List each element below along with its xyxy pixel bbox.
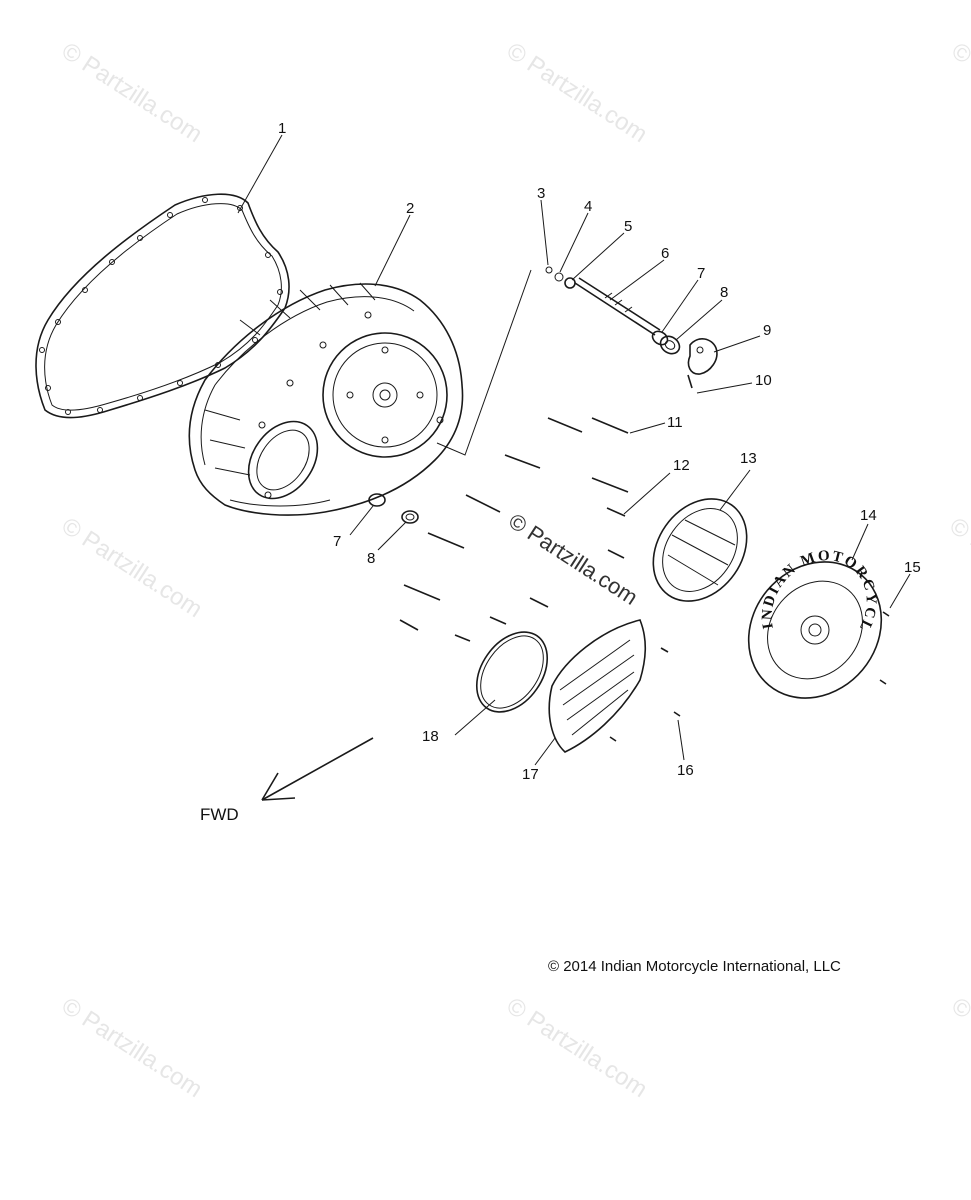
insert-plate-part-13 <box>652 498 748 602</box>
callout-8-lower: 8 <box>367 550 375 567</box>
watermark: © Partzilla.com <box>57 37 207 148</box>
copyright-notice: © 2014 Indian Motorcycle International, … <box>548 958 841 975</box>
callout-4: 4 <box>584 198 592 215</box>
watermark-layer: © Partzilla.com © Partzilla.com © Partzi… <box>57 37 971 1103</box>
bolts-part-11 <box>399 417 629 642</box>
callout-1: 1 <box>278 120 286 137</box>
derby-cover-part-17 <box>548 619 647 753</box>
callout-7-lower: 7 <box>333 533 341 550</box>
primary-cover-part-2 <box>188 282 464 516</box>
callout-15: 15 <box>904 559 921 576</box>
callout-5: 5 <box>624 218 632 235</box>
watermark: © Partzilla.com <box>502 37 652 148</box>
watermark: © Partzilla.com <box>502 992 652 1103</box>
callout-11: 11 <box>667 414 683 431</box>
callout-10: 10 <box>755 372 772 389</box>
callout-16: 16 <box>677 762 694 779</box>
bolts-part-12 <box>606 507 626 559</box>
callout-7-upper: 7 <box>697 265 705 282</box>
direction-label: FWD <box>200 805 239 824</box>
callout-9: 9 <box>763 322 771 339</box>
o-ring-part-18 <box>475 631 549 713</box>
watermark: © Partzilla.com <box>57 512 207 623</box>
callout-3: 3 <box>537 185 545 202</box>
callout-2: 2 <box>406 200 414 217</box>
watermark: © Partzilla.com <box>947 37 971 148</box>
leader-lines <box>237 134 911 766</box>
callout-13: 13 <box>740 450 757 467</box>
callout-12: 12 <box>673 457 690 474</box>
screws-part-15 <box>879 611 890 685</box>
callout-8-upper: 8 <box>720 284 728 301</box>
gasket-part-1 <box>35 193 290 419</box>
forward-arrow <box>261 737 374 801</box>
watermark: © Partzilla.com <box>947 992 971 1103</box>
callout-6: 6 <box>661 245 669 262</box>
spacer-washer-lower <box>368 493 419 524</box>
watermark: © Partzilla.com <box>945 512 971 623</box>
shift-shaft-assembly <box>545 266 718 389</box>
callout-18: 18 <box>422 728 439 745</box>
center-watermark: © Partzilla.com <box>504 508 642 610</box>
watermark: © Partzilla.com <box>57 992 207 1103</box>
screws-part-16 <box>609 647 681 742</box>
callout-17: 17 <box>522 766 539 783</box>
callout-14: 14 <box>860 507 877 524</box>
callout-labels: 1 2 3 4 5 6 7 8 9 10 11 12 13 14 15 7 8 … <box>278 120 921 783</box>
